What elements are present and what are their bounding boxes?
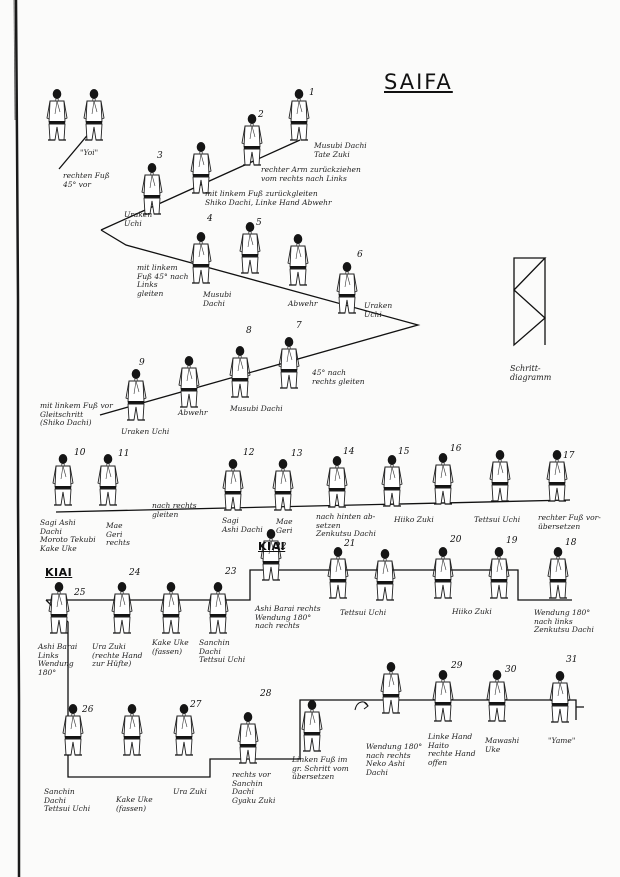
step-number: 8 <box>246 326 252 336</box>
step-number: 18 <box>565 538 577 548</box>
label-yame: "Yame" <box>548 736 576 745</box>
label-mawashi-uke: Mawashi Uke <box>485 736 520 754</box>
step-number: 5 <box>256 218 262 228</box>
label-nach-rechts: nach rechts gleiten <box>152 501 197 519</box>
label-yoi: "Yoi" <box>80 148 99 157</box>
step-number: 1 <box>309 88 315 98</box>
label-abwehr: Abwehr <box>288 299 318 308</box>
step-number: 10 <box>74 448 86 458</box>
label-uraken-uchi: Uraken Uchi <box>121 427 170 436</box>
label-ashi-barai: Ashi Barai Links Wendung 180° <box>38 642 78 677</box>
step-number: 30 <box>505 665 517 675</box>
step-number: 23 <box>225 567 237 577</box>
label-rechts-vor-sanchin: rechts vor Sanchin Dachi Gyaku Zuki <box>232 770 276 805</box>
step-number: 2 <box>258 110 264 120</box>
kiai-marker: KIAI <box>45 566 73 579</box>
step-number: 13 <box>291 449 303 459</box>
label-kake-uke-fassen: Kake Uke (fassen) <box>116 795 153 813</box>
label-linken-fuss: Linken Fuß im gr. Schritt vom übersetzen <box>292 755 349 781</box>
label-sagi-ashi: Sagi Ashi Dachi <box>222 516 263 534</box>
label-uraken-uchi: Uraken Uchi <box>364 301 393 319</box>
label-rechter-fuss-vor: rechter Fuß vor- übersetzen <box>538 513 601 531</box>
label-musubi-tate: Musubi Dachi Tate Zuki <box>314 141 367 159</box>
step-number: 20 <box>450 535 462 545</box>
label-sanchin-tettsui: Sanchin Dachi Tettsui Uchi <box>199 638 246 664</box>
step-number: 16 <box>450 444 462 454</box>
label-musubi-dachi: Musubi Dachi <box>230 404 283 413</box>
label-rechter-arm: rechter Arm zurückziehen vom rechts nach… <box>261 165 361 183</box>
step-number: 29 <box>451 661 463 671</box>
step-number: 21 <box>344 539 356 549</box>
label-nach-hinten: nach hinten ab- setzen Zenkutsu Dachi <box>316 512 376 538</box>
label-tettsui-uchi: Tettsui Uchi <box>340 608 387 617</box>
label-linke-hand: Linke Hand Haito rechte Hand offen <box>428 732 476 767</box>
step-number: 6 <box>357 250 363 260</box>
label-abwehr: Abwehr <box>178 408 208 417</box>
step-number: 4 <box>207 214 213 224</box>
schritt-diagramm-label: Schritt- diagramm <box>510 364 552 382</box>
step-number: 24 <box>129 568 141 578</box>
label-mae-geri: Mae Geri <box>276 517 293 535</box>
label-musubi-dachi: Musubi Dachi <box>203 290 232 308</box>
step-number: 7 <box>296 321 302 331</box>
label-rechten-fuss: rechten Fuß 45° vor <box>63 171 110 189</box>
label-mit-linkem-gleitschritt: mit linkem Fuß vor Gleitschritt (Shiko D… <box>40 401 113 427</box>
kiai-marker: KIAI <box>258 540 286 553</box>
label-hiiko-zuki: Hiiko Zuki <box>394 515 434 524</box>
label-sanchin-tettsui: Sanchin Dachi Tettsui Uchi <box>44 787 91 813</box>
label-hiiko-zuki: Hiiko Zuki <box>452 607 492 616</box>
label-mae-geri: Mae Geri rechts <box>106 521 130 547</box>
label-ashi-barai: Ashi Barai rechts Wendung 180° nach rech… <box>255 604 321 630</box>
label-wendung-180: Wendung 180° nach links Zenkutsu Dachi <box>534 608 594 634</box>
step-number: 27 <box>190 700 202 710</box>
step-number: 9 <box>139 358 145 368</box>
label-wendung-180: Wendung 180° nach rechts Neko Ashi Dachi <box>366 742 423 777</box>
label-tettsui-uchi: Tettsui Uchi <box>474 515 521 524</box>
step-number: 28 <box>260 689 272 699</box>
step-number: 3 <box>157 151 163 161</box>
label-ura-zuki: Ura Zuki <box>173 787 207 796</box>
label-sagi-ashi: Sagi Ashi Dachi Moroto Tekubi Kake Uke <box>40 518 96 553</box>
label-mit-linkem-45: mit linkem Fuß 45° nach Links gleiten <box>137 263 189 298</box>
step-number: 19 <box>506 536 518 546</box>
label-nach-rechts-gleiten: 45° nach rechts gleiten <box>312 368 365 386</box>
step-number: 31 <box>566 655 578 665</box>
step-number: 25 <box>74 588 86 598</box>
step-number: 26 <box>82 705 94 715</box>
step-number: 11 <box>118 449 130 459</box>
label-uraken-uchi: Uraken Uchi <box>124 210 153 228</box>
step-number: 12 <box>243 448 255 458</box>
step-number: 22 <box>275 542 287 552</box>
label-kake-uke-fassen: Kake Uke (fassen) <box>152 638 189 656</box>
label-mit-linkem-zurueck: mit linkem Fuß zurückgleiten Shiko Dachi… <box>205 189 332 207</box>
step-number: 14 <box>343 447 355 457</box>
kata-title: SAIFA <box>384 70 453 94</box>
step-number: 17 <box>563 451 575 461</box>
label-ura-zuki: Ura Zuki (rechte Hand zur Hüfte) <box>92 642 143 668</box>
step-number: 15 <box>398 447 410 457</box>
